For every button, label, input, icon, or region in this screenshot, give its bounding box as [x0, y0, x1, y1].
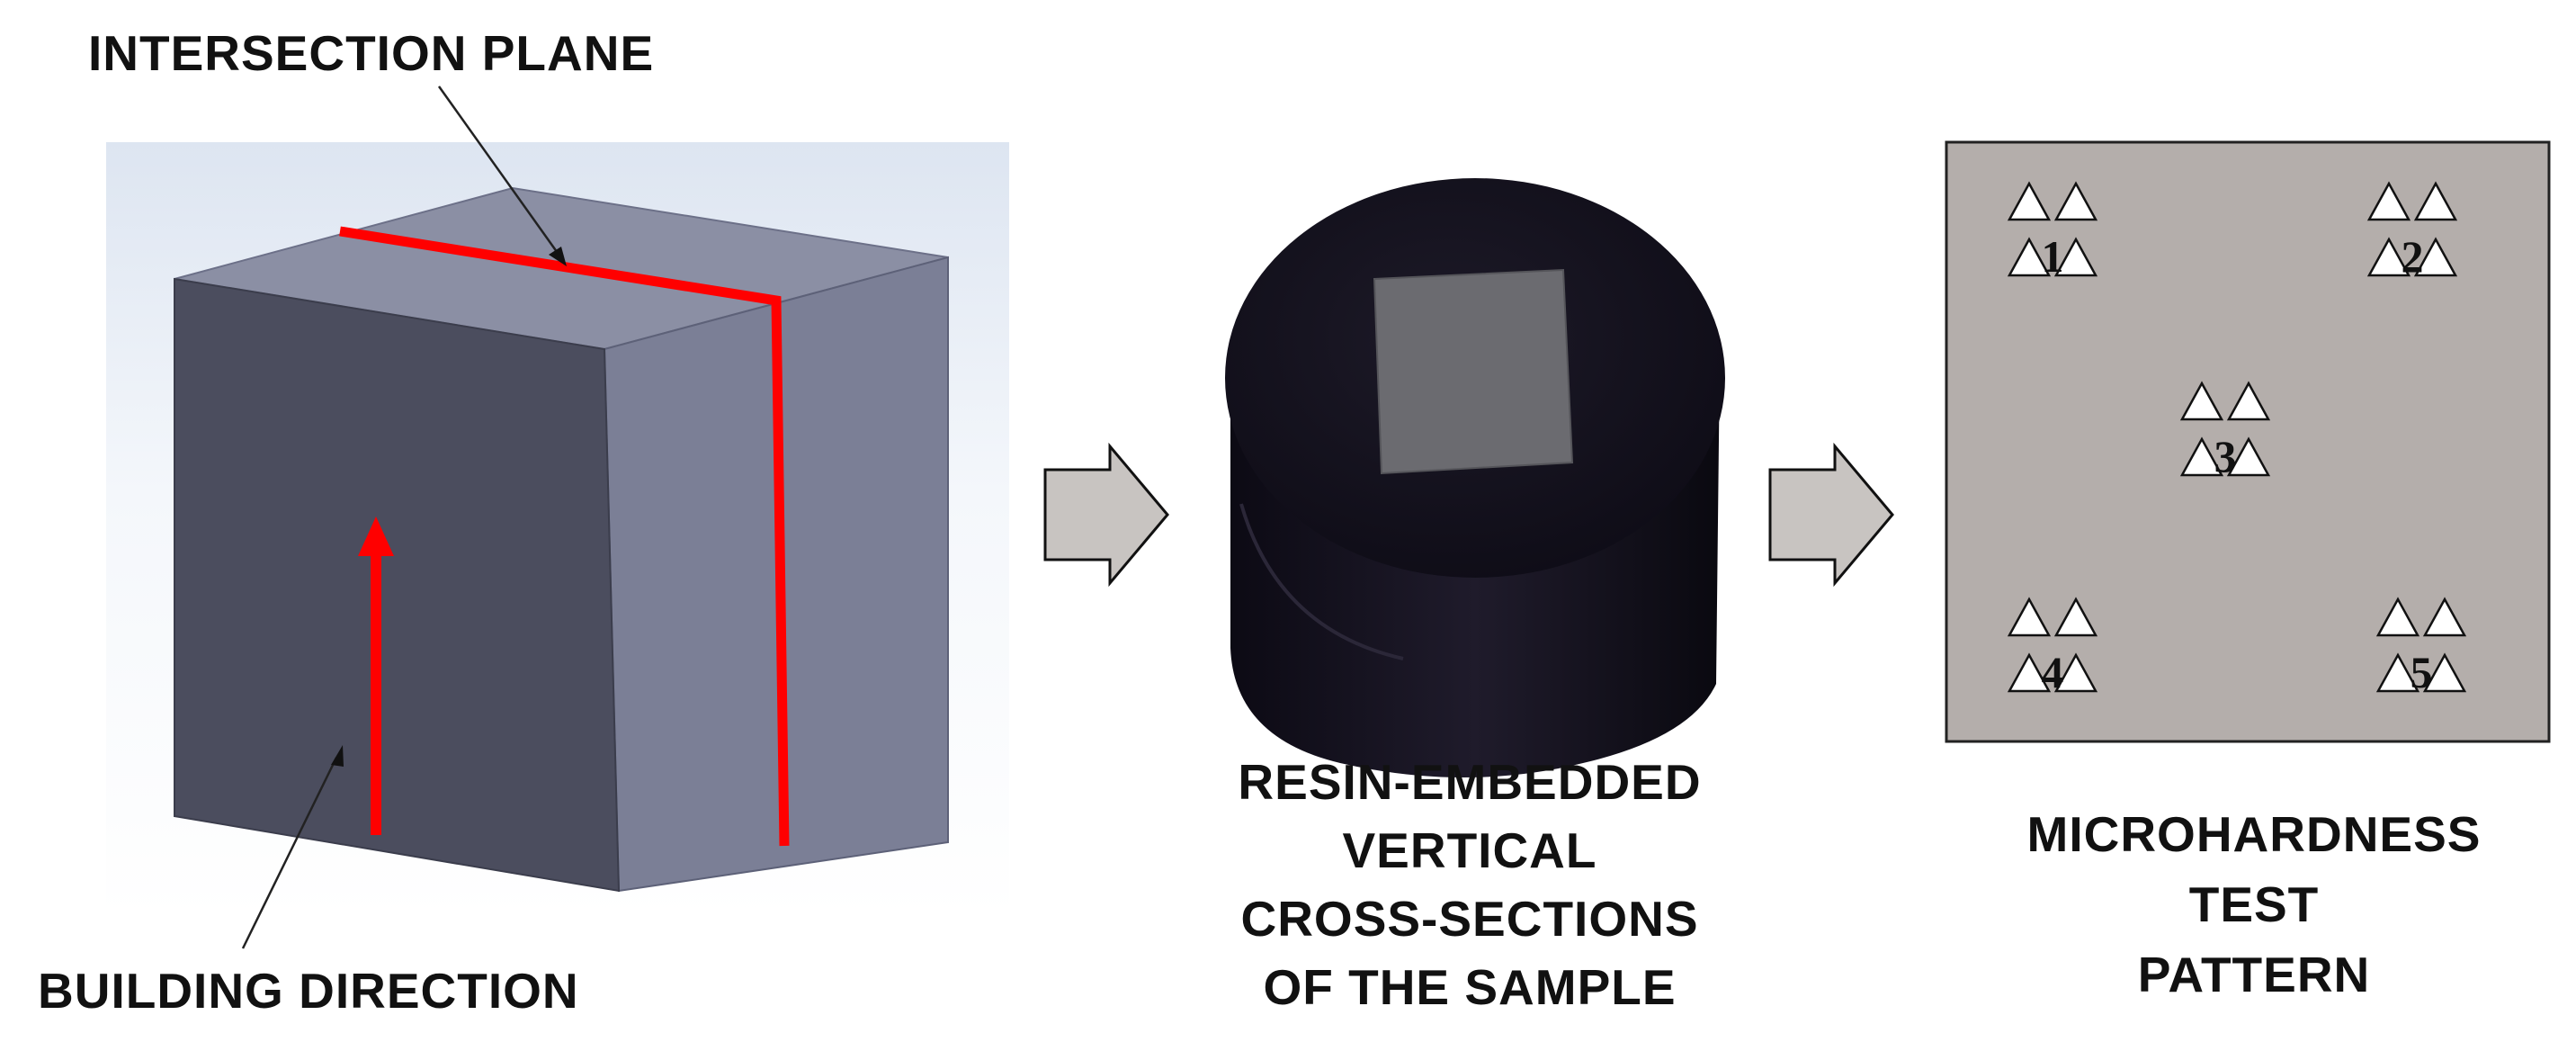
indent-mark	[2053, 181, 2098, 221]
indent-mark	[2422, 597, 2467, 637]
indent-mark	[2413, 181, 2458, 221]
indent-mark	[2007, 652, 2052, 693]
resin-edge-highlight	[1239, 503, 1404, 660]
indent-mark	[2053, 652, 2098, 693]
indent-mark	[2053, 237, 2098, 277]
intersection-plane-pointer	[437, 85, 567, 266]
indent-mark	[2179, 436, 2224, 477]
building-direction-pointer	[241, 745, 344, 949]
indent-group-3: 3	[2179, 381, 2271, 481]
building-direction-label: BUILDING DIRECTION	[38, 963, 579, 1019]
resin-caption-line-3: CROSS-SECTIONS	[1240, 891, 1698, 947]
indent-mark	[2053, 597, 2098, 637]
indent-group-3-label: 3	[2214, 431, 2237, 481]
test-caption-line-1: MICROHARDNESS	[2027, 806, 2482, 862]
indent-group-1-label: 1	[2042, 231, 2064, 282]
indent-mark	[2375, 597, 2420, 637]
cube-render: INTERSECTION PLANE BUILDING DIRECTION	[38, 25, 1009, 1019]
test-caption: MICROHARDNESS TEST PATTERN	[2027, 806, 2482, 1002]
flow-arrow-1	[1043, 442, 1169, 588]
resin-caption-line-1: RESIN-EMBEDDED	[1238, 754, 1701, 810]
indent-mark	[2007, 237, 2052, 277]
resin-caption-line-2: VERTICAL	[1343, 822, 1597, 878]
indent-mark	[2007, 181, 2052, 221]
cube-front-face	[174, 277, 621, 893]
test-caption-line-2: TEST	[2189, 876, 2320, 932]
resin-caption-line-4: OF THE SAMPLE	[1263, 959, 1676, 1015]
test-pattern-panel: 1 2 3 4 5	[1945, 140, 2551, 1002]
indent-mark	[2226, 381, 2271, 421]
indent-group-2: 2	[2366, 181, 2458, 282]
embedded-cross-section	[1373, 268, 1574, 475]
indent-mark	[2422, 652, 2467, 693]
indent-mark	[2375, 652, 2420, 693]
indent-mark	[2179, 381, 2224, 421]
test-caption-line-3: PATTERN	[2138, 947, 2371, 1002]
indent-group-5-label: 5	[2411, 647, 2433, 697]
indent-group-2-label: 2	[2402, 231, 2424, 282]
indent-group-4: 4	[2007, 597, 2098, 697]
indent-mark	[2366, 181, 2411, 221]
indent-group-5: 5	[2375, 597, 2467, 697]
intersection-plane-label: INTERSECTION PLANE	[88, 25, 654, 81]
indent-group-4-label: 4	[2042, 647, 2064, 697]
building-direction-arrow	[358, 517, 394, 835]
resin-caption: RESIN-EMBEDDED VERTICAL CROSS-SECTIONS O…	[1238, 754, 1701, 1015]
intersection-line	[339, 226, 790, 847]
indent-mark	[2366, 237, 2411, 277]
indent-mark	[2007, 597, 2052, 637]
indent-group-1: 1	[2007, 181, 2098, 282]
indent-mark	[2413, 237, 2458, 277]
indent-mark	[2226, 436, 2271, 477]
resin-sample: RESIN-EMBEDDED VERTICAL CROSS-SECTIONS O…	[1225, 178, 1725, 1015]
flow-arrow-2	[1768, 442, 1894, 588]
